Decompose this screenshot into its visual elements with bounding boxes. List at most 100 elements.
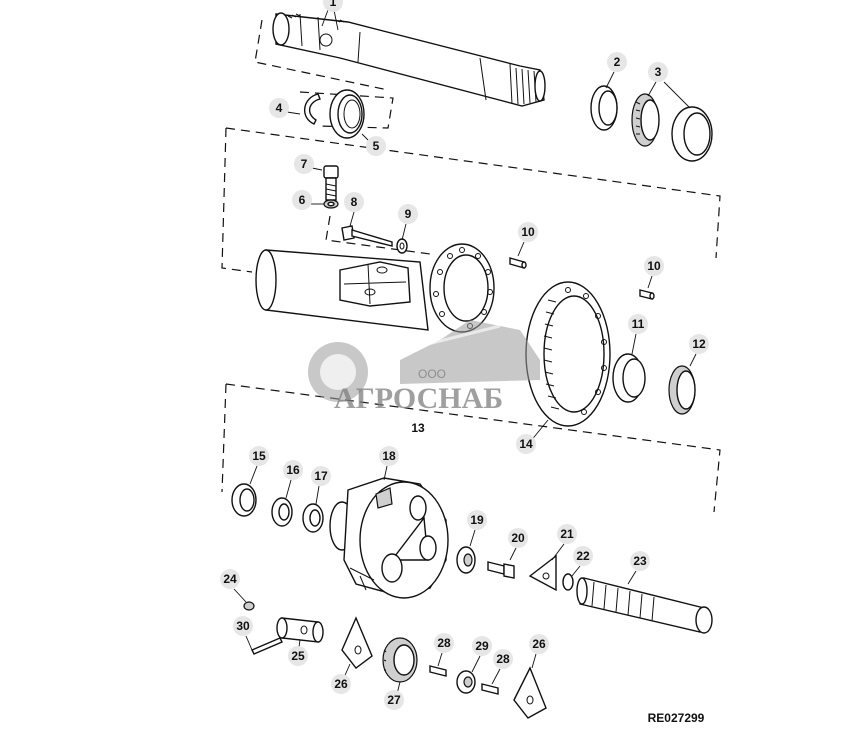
callout-number: 1 (330, 0, 337, 9)
agrosnab-watermark: ООО АГРОСНАБ (308, 320, 540, 415)
thrust-plate-26b-hole (526, 695, 534, 705)
callout-11: 11 (628, 314, 648, 334)
callout-18: 18 (379, 446, 399, 466)
callout-number: 10 (647, 259, 661, 273)
callout-bubble (220, 569, 240, 589)
callout-bubble (398, 204, 418, 224)
leader-line (571, 565, 581, 577)
leader-line (551, 543, 565, 561)
callout-bubble (311, 466, 331, 486)
callout-3: 3 (648, 62, 668, 82)
callout-number: 9 (405, 207, 412, 221)
leader-line (333, 9, 339, 31)
callout-8: 8 (344, 192, 364, 212)
leader-line (249, 465, 258, 485)
callout-bubble (628, 314, 648, 334)
callout-number: 21 (560, 527, 574, 541)
long-bolt-and-washer (341, 225, 408, 254)
watermark-combine-icon (400, 320, 540, 384)
callout-number: 19 (470, 513, 484, 527)
callout-bubble (516, 434, 536, 454)
lock-plate-21 (528, 554, 557, 592)
callout-bubble (288, 646, 308, 666)
leader-line (315, 485, 320, 505)
callout-number: 22 (576, 549, 590, 563)
callout-number: 18 (382, 449, 396, 463)
snap-ring (304, 93, 321, 125)
roller-bearing (668, 365, 696, 415)
bolt-and-washer (323, 165, 339, 209)
leader-line (491, 668, 501, 685)
callout-number: 17 (314, 469, 328, 483)
callout-bubble (269, 98, 289, 118)
callout-17: 17 (311, 466, 331, 486)
leader-line (471, 655, 481, 673)
callout-bubble (557, 524, 577, 544)
callout-10: 10 (644, 256, 664, 276)
callout-number: 7 (301, 157, 308, 171)
callout-bubble (384, 690, 404, 710)
callout-bubble (467, 510, 487, 530)
leader-line (349, 211, 355, 227)
callout-12: 12 (689, 334, 709, 354)
spacer-29 (456, 670, 476, 694)
callout-bubble (607, 52, 627, 72)
thrust-washer-19 (456, 546, 476, 574)
callout-bubble (344, 192, 364, 212)
callout-29: 29 (472, 636, 492, 656)
callout-21: 21 (557, 524, 577, 544)
callout-bubble (249, 446, 269, 466)
planet-gear (382, 637, 418, 683)
callout-bubble (292, 190, 312, 210)
callout-number: 30 (236, 619, 250, 633)
leader-line (509, 547, 517, 561)
watermark-name: АГРОСНАБ (334, 382, 503, 415)
callout-27: 27 (384, 690, 404, 710)
callout-28: 28 (493, 649, 513, 669)
callout-5: 5 (366, 136, 386, 156)
final-drive-housing (255, 243, 495, 333)
callout-number: 26 (334, 677, 348, 691)
callout-number: 8 (351, 195, 358, 209)
callout-14: 14 (516, 434, 536, 454)
callout-number: 28 (437, 636, 451, 650)
leader-line (647, 81, 657, 97)
leader-line (437, 652, 443, 667)
callout-bubble (689, 334, 709, 354)
callout-bubble (508, 528, 528, 548)
bearing-ring (590, 85, 618, 131)
callout-22: 22 (573, 546, 593, 566)
callout-number: 24 (223, 572, 237, 586)
leader-line (383, 465, 388, 481)
callout-23: 23 (630, 551, 650, 571)
callout-number: 11 (632, 317, 645, 331)
thrust-plate-26a-hole (354, 645, 362, 655)
callout-10: 10 (518, 222, 538, 242)
callout-number: 29 (475, 639, 489, 653)
callout-26: 26 (529, 634, 549, 654)
callout-bubble (493, 649, 513, 669)
callout-20: 20 (508, 528, 528, 548)
group-outline-housing (221, 127, 721, 273)
leader-line (517, 241, 525, 257)
callout-number: 14 (519, 437, 533, 451)
callout-number: 3 (655, 65, 662, 79)
callout-number: 4 (276, 101, 283, 115)
thrust-plate-26b (513, 666, 547, 719)
callout-number: 20 (511, 531, 525, 545)
callout-bubble (529, 634, 549, 654)
thrust-washers (231, 483, 324, 533)
leader-line (233, 588, 247, 603)
callout-24: 24 (220, 569, 240, 589)
leader-line (631, 333, 637, 355)
callout-number: 6 (299, 193, 306, 207)
leader-line (286, 111, 301, 115)
callout-bubble (331, 674, 351, 694)
leader-line (285, 479, 292, 499)
planet-carrier (329, 477, 449, 599)
leader-line (321, 9, 329, 27)
callout-25: 25 (288, 646, 308, 666)
callout-number: 25 (291, 649, 305, 663)
